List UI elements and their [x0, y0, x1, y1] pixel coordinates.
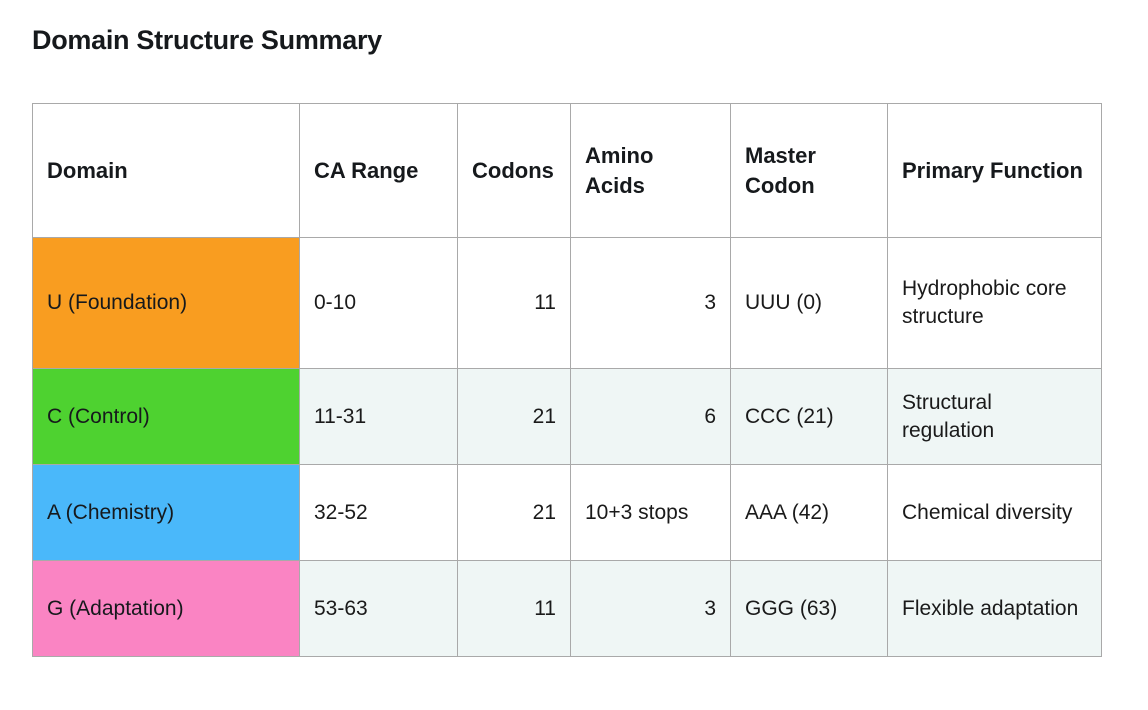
cell-ca-range: 0-10	[299, 237, 458, 369]
cell-primary-function: Flexible adaptation	[887, 560, 1102, 657]
cell-domain: A (Chemistry)	[32, 464, 300, 561]
cell-amino-acids: 3	[570, 237, 731, 369]
cell-master-codon: UUU (0)	[730, 237, 888, 369]
cell-master-codon: CCC (21)	[730, 368, 888, 465]
domain-table-container: Domain CA Range Codons Amino Acids Maste…	[32, 103, 1102, 657]
table-body: U (Foundation) 0-10 11 3 UUU (0) Hydroph…	[32, 237, 1102, 657]
cell-codons: 11	[457, 237, 571, 369]
cell-ca-range: 53-63	[299, 560, 458, 657]
domain-structure-table: Domain CA Range Codons Amino Acids Maste…	[32, 103, 1102, 657]
column-header-primary-function: Primary Function	[887, 103, 1102, 238]
cell-domain: U (Foundation)	[32, 237, 300, 369]
cell-primary-function: Hydrophobic core structure	[887, 237, 1102, 369]
cell-amino-acids: 10+3 stops	[570, 464, 731, 561]
cell-amino-acids: 6	[570, 368, 731, 465]
cell-ca-range: 11-31	[299, 368, 458, 465]
column-header-amino-acids: Amino Acids	[570, 103, 731, 238]
cell-domain: C (Control)	[32, 368, 300, 465]
cell-amino-acids: 3	[570, 560, 731, 657]
column-header-domain: Domain	[32, 103, 300, 238]
cell-domain: G (Adaptation)	[32, 560, 300, 657]
table-header-row: Domain CA Range Codons Amino Acids Maste…	[32, 103, 1102, 238]
table-row: U (Foundation) 0-10 11 3 UUU (0) Hydroph…	[32, 237, 1102, 369]
cell-codons: 21	[457, 464, 571, 561]
cell-master-codon: GGG (63)	[730, 560, 888, 657]
table-row: C (Control) 11-31 21 6 CCC (21) Structur…	[32, 368, 1102, 465]
column-header-codons: Codons	[457, 103, 571, 238]
cell-codons: 11	[457, 560, 571, 657]
cell-master-codon: AAA (42)	[730, 464, 888, 561]
cell-primary-function: Chemical diversity	[887, 464, 1102, 561]
table-header: Domain CA Range Codons Amino Acids Maste…	[32, 103, 1102, 238]
page-title: Domain Structure Summary	[32, 25, 382, 55]
column-header-master-codon: Master Codon	[730, 103, 888, 238]
cell-primary-function: Structural regulation	[887, 368, 1102, 465]
cell-codons: 21	[457, 368, 571, 465]
table-row: G (Adaptation) 53-63 11 3 GGG (63) Flexi…	[32, 560, 1102, 657]
cell-ca-range: 32-52	[299, 464, 458, 561]
column-header-ca-range: CA Range	[299, 103, 458, 238]
table-row: A (Chemistry) 32-52 21 10+3 stops AAA (4…	[32, 464, 1102, 561]
